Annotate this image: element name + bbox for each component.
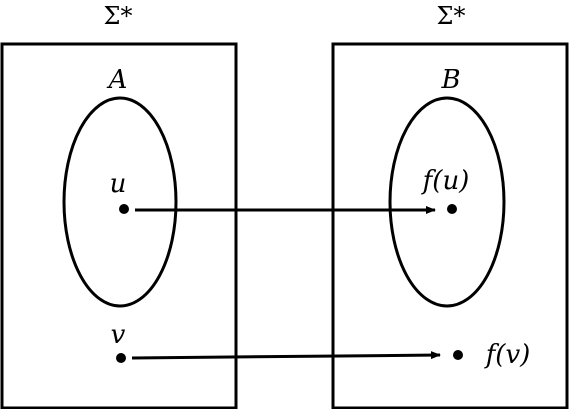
element-v-dot	[116, 353, 126, 363]
image-fv-dot	[453, 350, 463, 360]
right-universe-label: Σ*	[437, 2, 466, 30]
element-u-dot	[119, 204, 129, 214]
left-universe-box	[0, 42, 238, 409]
image-fu-label: f(u)	[421, 166, 470, 196]
set-b-ellipse	[388, 96, 506, 308]
element-v-label: v	[111, 320, 126, 350]
set-a-label: A	[107, 65, 128, 95]
image-fu-dot	[447, 204, 457, 214]
mapping-arrow-v	[131, 351, 441, 360]
right-panel: Σ* B f(u) f(v)	[331, 2, 569, 409]
right-universe-box	[331, 42, 569, 409]
element-u-label: u	[110, 169, 127, 199]
left-universe-label: Σ*	[104, 2, 133, 30]
set-a-ellipse	[62, 96, 178, 308]
left-panel: Σ* A u v	[0, 2, 238, 409]
image-fv-label: f(v)	[484, 340, 531, 370]
set-b-label: B	[440, 65, 460, 95]
